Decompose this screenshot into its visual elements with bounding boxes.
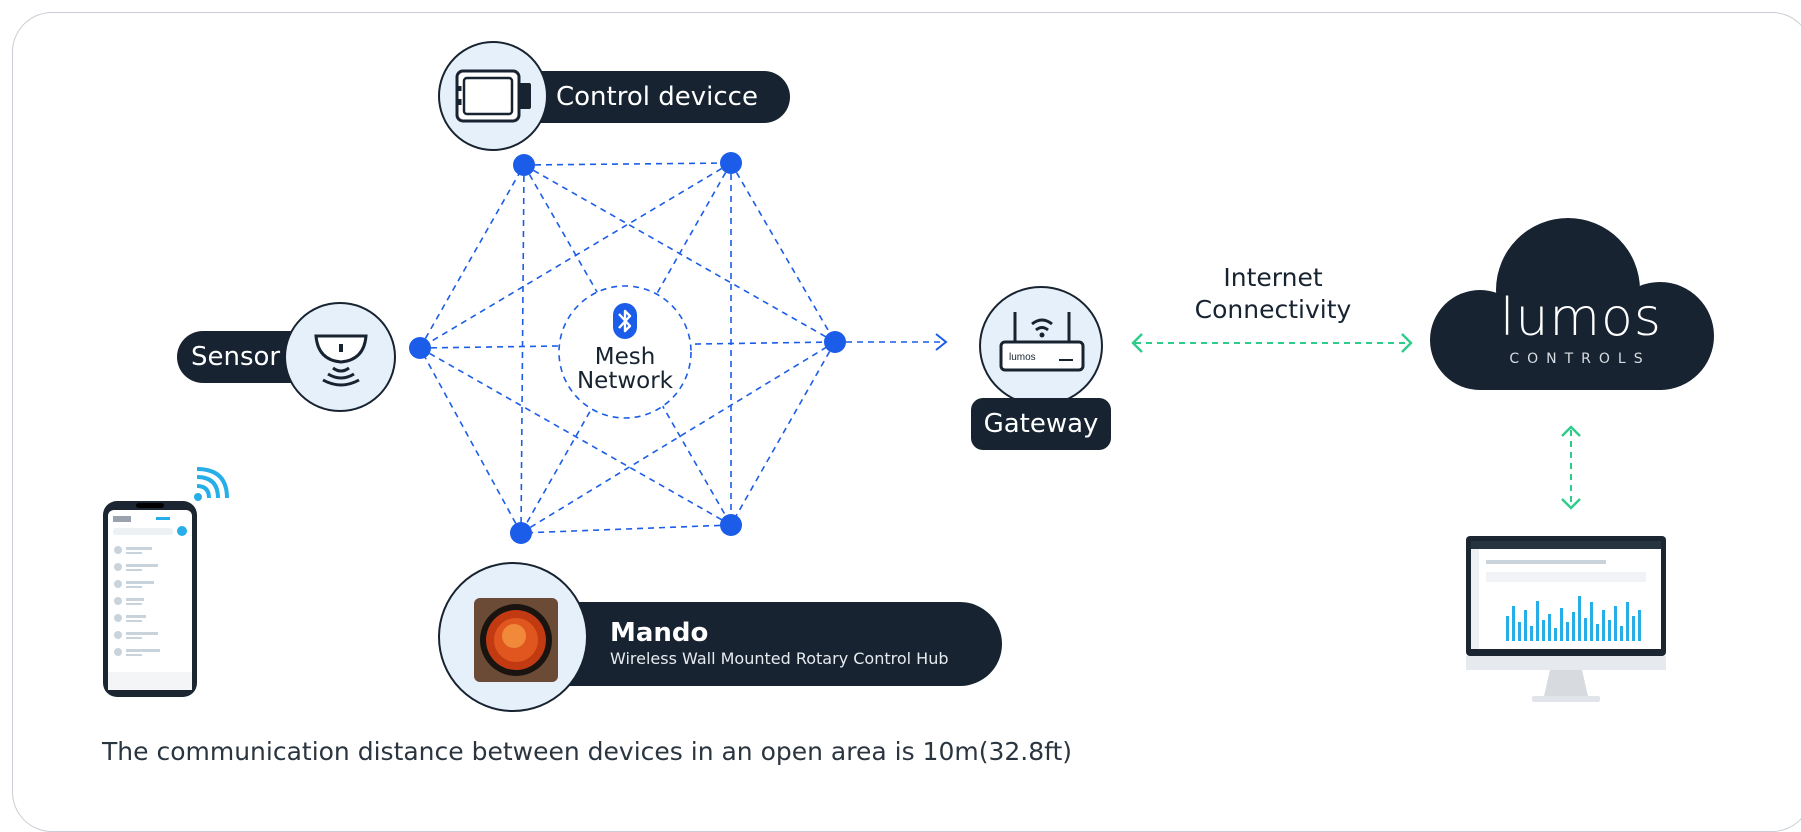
mesh-node — [510, 522, 532, 544]
sensor-icon — [314, 334, 368, 387]
router-icon: lumos — [999, 312, 1085, 372]
mesh-node — [513, 154, 535, 176]
cloud-icon — [1430, 218, 1714, 390]
tablet-icon — [455, 69, 531, 123]
gateway-label: Gateway — [971, 398, 1111, 450]
mando-circle — [438, 562, 588, 712]
mesh-node — [720, 514, 742, 536]
mesh-lines — [419, 162, 1581, 534]
footer-note: The communication distance between devic… — [102, 737, 1073, 766]
control-device-label: Control devicce — [520, 71, 790, 123]
cloud-brand-text: lumos — [1500, 288, 1662, 348]
phone-icon — [103, 501, 197, 697]
mesh-node — [824, 331, 846, 353]
gateway-circle: lumos — [979, 286, 1103, 406]
diagram-card — [12, 12, 1801, 832]
mando-subtitle: Wireless Wall Mounted Rotary Control Hub — [610, 649, 949, 668]
mesh-node — [720, 152, 742, 174]
router-brand-text: lumos — [1009, 352, 1036, 363]
mesh-network-label: Mesh Network — [576, 344, 674, 394]
control-device-circle — [438, 41, 548, 151]
mando-title: Mando — [610, 618, 709, 648]
mando-label: Mando Wireless Wall Mounted Rotary Contr… — [568, 602, 1002, 686]
internet-connectivity-label: Internet Connectivity — [1194, 263, 1352, 324]
cloud-brand-subtext: CONTROLS — [1509, 351, 1651, 367]
wifi-icon — [194, 467, 229, 501]
bluetooth-icon — [609, 303, 641, 339]
rotary-knob-icon — [474, 598, 558, 682]
mesh-node — [409, 337, 431, 359]
sensor-circle — [284, 302, 396, 412]
monitor-icon — [1466, 536, 1666, 702]
